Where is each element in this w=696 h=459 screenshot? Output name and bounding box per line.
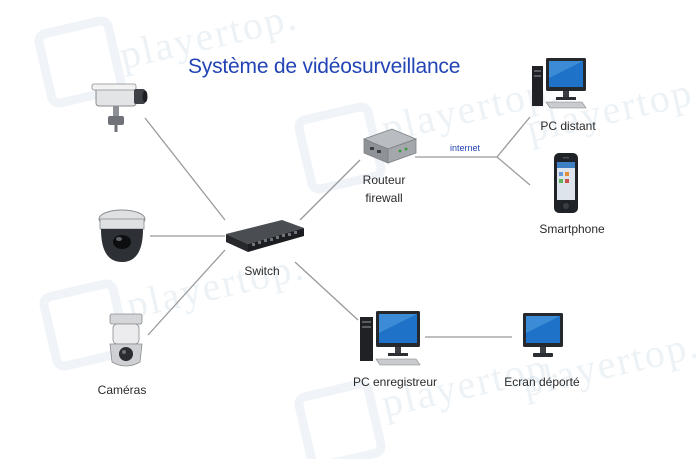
recorder-computer-icon xyxy=(358,309,424,367)
router-label-line1: Routeur xyxy=(363,172,406,189)
pc-remote-label: PC distant xyxy=(540,118,595,135)
link-camera3-switch xyxy=(148,250,225,335)
dome-camera-icon xyxy=(92,204,152,268)
remote-screen-icon xyxy=(521,311,565,361)
smartphone-icon xyxy=(553,152,579,214)
smartphone-label: Smartphone xyxy=(539,221,604,238)
router-label-line2: firewall xyxy=(365,190,402,207)
ptz-camera-icon xyxy=(104,312,148,374)
link-switch-router xyxy=(300,160,360,220)
network-switch-icon xyxy=(222,212,306,258)
remote-screen-label: Ecran déporté xyxy=(504,374,579,391)
pc-recorder-label: PC enregistreur xyxy=(353,374,437,391)
internet-label: internet xyxy=(450,143,480,153)
link-internet-smartphone xyxy=(497,157,530,185)
switch-label: Switch xyxy=(244,263,279,280)
desktop-computer-icon xyxy=(530,56,590,110)
link-switch-pc-recorder xyxy=(295,262,358,320)
link-internet-pc-remote xyxy=(497,117,530,157)
link-camera1-switch xyxy=(145,118,225,220)
box-camera-icon xyxy=(88,78,150,134)
cameras-label: Caméras xyxy=(98,382,147,399)
diagram-title: Système de vidéosurveillance xyxy=(188,55,460,79)
router-firewall-icon xyxy=(360,125,418,167)
